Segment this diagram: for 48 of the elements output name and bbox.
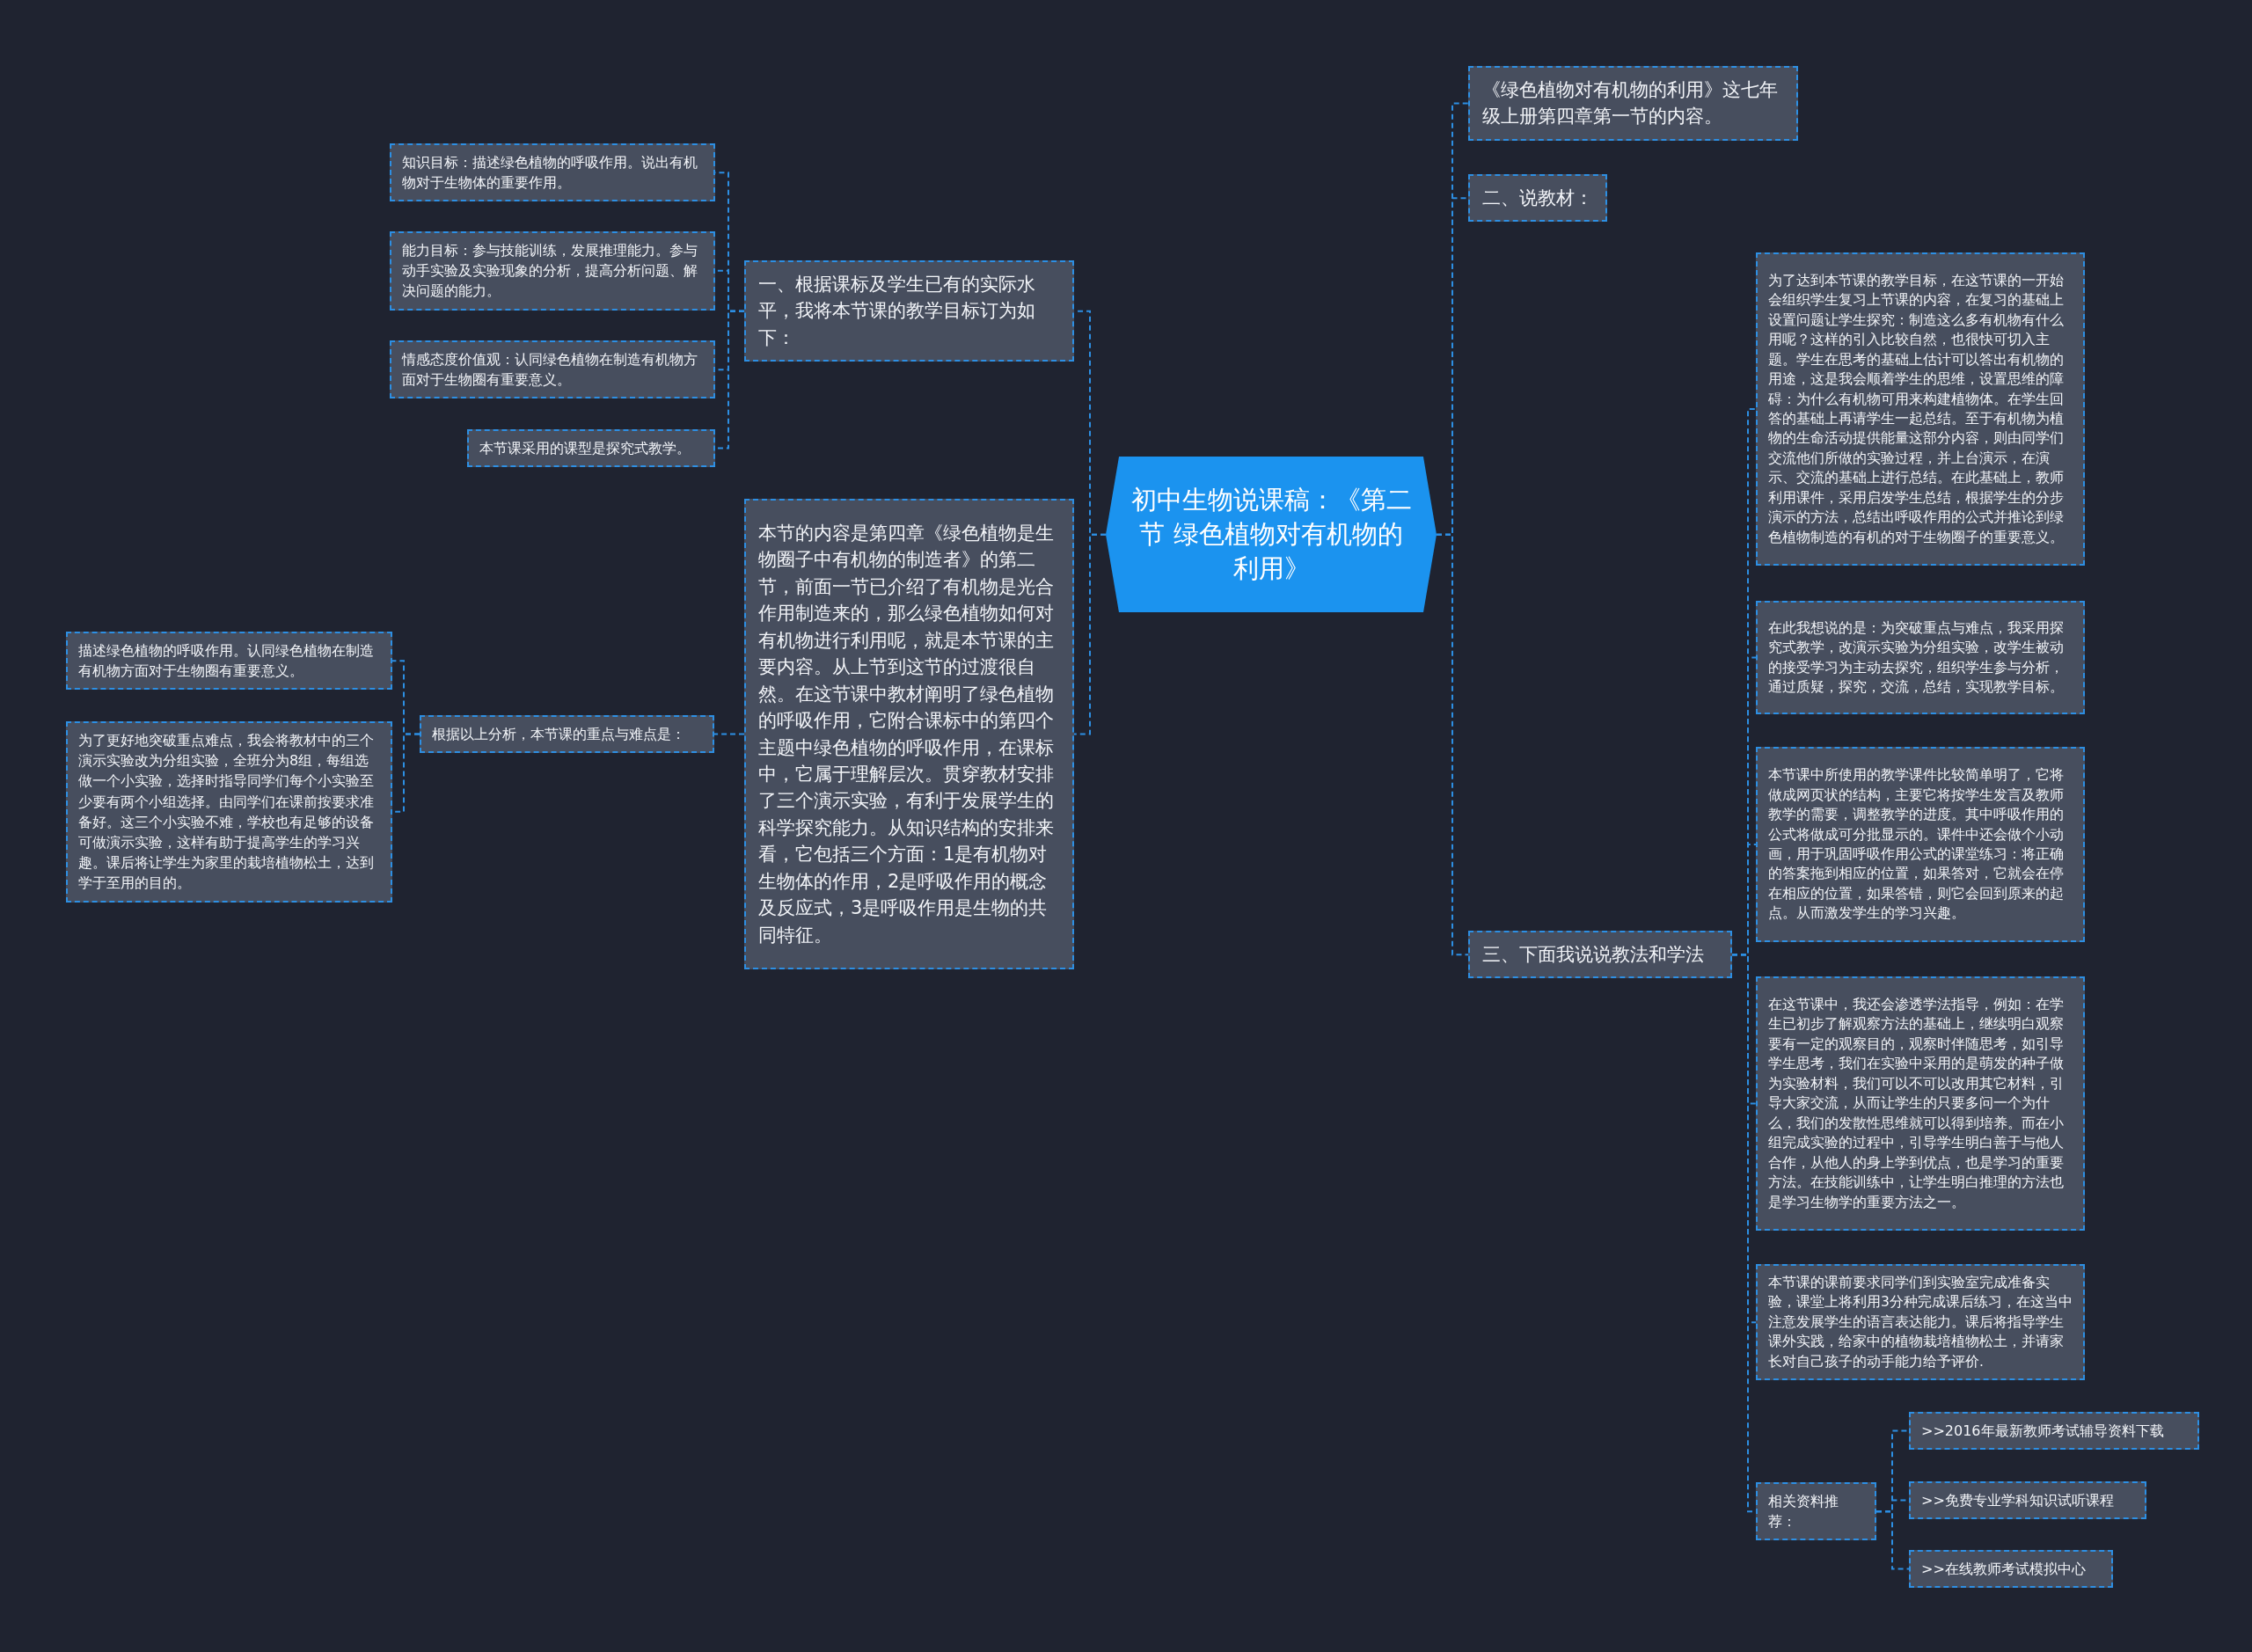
connector-line	[713, 733, 745, 735]
topic-box	[1909, 1412, 2199, 1451]
topic-box	[1909, 1481, 2146, 1520]
topic-box	[1909, 1550, 2113, 1589]
topic-text: >>在线教师考试模拟中心	[1921, 1560, 2086, 1579]
connector-line	[1073, 533, 1107, 735]
topic-text: 在这节课中，我还会渗透学法指导，例如：在学生已初步了解观察方法的基础上，继续明白观察要有一定的观察目的，观察时伴随思考，如引导学生思考，我们在实验中采用的是萌发的种子做为实验材料，我们可以不可以改用其它材料，引导大家交流，从而让学生的只要多问一个为什么，我们的发散性思维就可以得到培养。而在小组完成实验的过程中，引导学生明白善于与他人合作，从他人的身上学到优点，也是学习的重要方法。在技能训练中，让学生明白推理的方法也是学习生物学的重要方法之一。	[1768, 995, 2065, 1212]
topic-box	[744, 499, 1074, 969]
topic-text: 知识目标：描述绿色植物的呼吸作用。说出有机物对于生物体的重要作用。	[402, 153, 698, 194]
topic-box	[467, 429, 715, 468]
topic-box	[1756, 1482, 1876, 1541]
topic-text: 能力目标：参与技能训练，发展推理能力。参与动手实验及实验现象的分析，提高分析问题、解决问题的能力。	[402, 241, 698, 302]
topic-box	[1756, 601, 2085, 714]
topic-box	[1756, 747, 2085, 942]
topic-box	[1756, 976, 2085, 1231]
connector-line	[1875, 1510, 1910, 1570]
topic-box	[420, 715, 714, 754]
topic-text: 本节的内容是第四章《绿色植物是生物圈子中有机物的制造者》的第二节，前面一节已介绍了有机物是光合作用制造来的，那么绿色植物如何对有机物进行利用呢，就是本节课的主要内容。从上节到这节的过渡很自然。在这节课中教材阐明了绿色植物的呼吸作用，它附合课标中的第四个主题中绿色植物的呼吸作用，在课标中，它属于理解层次。贯穿教材安排了三个演示实验，有利于发展学生的科学探究能力。从知识结构的安排来看，它包括三个方面：1是有机物对生物体的作用，2是呼吸作用的概念及反应式，3是呼吸作用是生物的共同特征。	[758, 522, 1055, 947]
topic-text: >>2016年最新教师考试辅导资料下载	[1921, 1422, 2164, 1441]
topic-box	[744, 260, 1074, 362]
topic-box	[1468, 174, 1607, 223]
topic-text: 《绿色植物对有机物的利用》这七年级上册第四章第一节的内容。	[1482, 78, 1779, 129]
topic-box	[1468, 931, 1732, 979]
topic-box	[390, 143, 715, 202]
topic-text: 情感态度价值观：认同绿色植物在制造有机物方面对于生物圈有重要意义。	[402, 350, 698, 391]
topic-text: 相关资料推荐：	[1768, 1492, 1839, 1532]
topic-text: 本节课的课前要求同学们到实验室完成准备实验，课堂上将利用3分种完成课后练习，在这当中注意发展学生的语言表达能力。课后将指导学生课外实践，给家中的植物栽培植物松土，并请家长对自己孩子的动手能力给予评价.	[1768, 1274, 2073, 1371]
topic-text: 一、根据课标及学生已有的实际水平，我将本节课的教学目标订为如下：	[758, 273, 1036, 350]
topic-text: 三、下面我说说教法和学法	[1482, 943, 1704, 967]
topic-box	[1756, 1264, 2085, 1381]
central-topic-text: 初中生物说课稿：《第二节 绿色植物对有机物的利用》	[1130, 484, 1412, 586]
central-topic	[1106, 457, 1437, 613]
topic-text: 为了更好地突破重点难点，我会将教材中的三个演示实验改为分组实验，全班分为8组，每组选做一个小实验，选择时指导同学们每个小实验至少要有两个小组选择。由同学们在课前按要求准备好。这三个小实验不难，学校也有足够的设备可做演示实验，这样有助于提高学生的学习兴趣。课后将让学生为家里的栽培植物松土，达到学于至用的目的。	[78, 731, 375, 894]
topic-text: >>免费专业学科知识试听课程	[1921, 1491, 2114, 1510]
connector-line	[1436, 533, 1469, 956]
topic-text: 根据以上分析，本节课的重点与难点是：	[432, 725, 685, 744]
topic-text: 描述绿色植物的呼吸作用。认同绿色植物在制造有机物方面对于生物圈有重要意义。	[78, 641, 375, 682]
topic-text: 二、说教材：	[1482, 186, 1593, 210]
topic-box	[390, 231, 715, 311]
topic-box	[1468, 66, 1798, 141]
topic-box	[66, 721, 392, 903]
topic-box	[1756, 252, 2085, 566]
topic-text: 本节课中所使用的教学课件比较简单明了，它将做成网页状的结构，主要它将按学生发言及教师教学的需要，调整教学的进度。其中呼吸作用的公式将做成可分批显示的。课件中还会做个小动画，用于巩固呼吸作用公式的课堂练习：将正确的答案拖到相应的位置，如果答对，它就会在停在相应的位置，如果答错，则它会回到原来的起点。从而激发学生的学习兴趣。	[1768, 766, 2065, 924]
topic-text: 本节课采用的课型是探究式教学。	[479, 439, 691, 458]
topic-box	[66, 632, 392, 691]
topic-text: 在此我想说的是：为突破重点与难点，我采用探究式教学，改演示实验为分组实验，改学生被动的接受学习为主动去探究，组织学生参与分析，通过质疑，探究，交流，总结，实现教学目标。	[1768, 618, 2065, 697]
topic-box	[390, 340, 715, 399]
topic-text: 为了达到本节课的教学目标，在这节课的一开始会组织学生复习上节课的内容，在复习的基础上设置问题让学生探究：制造这么多有机物有什么用呢？这样的引入比较自然，也很快可切入主题。学生在思考的基础上估计可以答出有机物的用途，这是我会顺着学生的思维，设置思维的障碍：为什么有机物可用来构建植物体。在学生回答的基础上再请学生一起总结。至于有机物为植物的生命活动提供能量这部分内容，则由同学们交流他们所做的实验过程，并上台演示，在演示、交流的基础上进行总结。在此基础上，教师利用课件，采用启发学生总结，根据学生的分步演示的方法，总结出呼吸作用的公式并推论到绿色植物制造的有机的对于生物圈子的重要意义。	[1768, 271, 2065, 547]
